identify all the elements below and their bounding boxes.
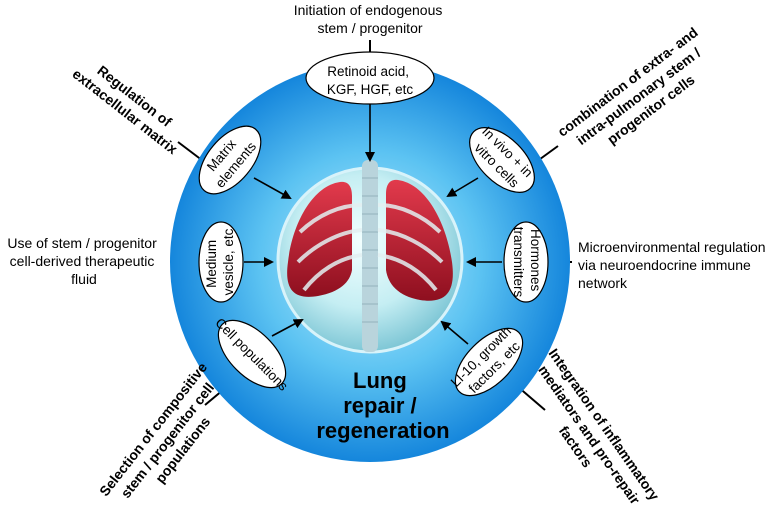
spine bbox=[362, 160, 378, 352]
oval-text-top: Retinoid acid, KGF, HGF, etc bbox=[327, 64, 414, 97]
oval-left bbox=[198, 221, 244, 303]
label-line: via neuroendocrine immune bbox=[578, 257, 751, 273]
label-line: fluid bbox=[71, 271, 97, 287]
label-line: Microenvironmental regulation bbox=[578, 239, 766, 255]
ribs bbox=[296, 203, 444, 292]
oval-text-line: Hormones bbox=[528, 229, 543, 292]
arrows bbox=[244, 104, 502, 345]
oval-text-top-line: Retinoid acid, bbox=[327, 64, 409, 79]
center-title-line: regeneration bbox=[316, 418, 449, 443]
spine-segments bbox=[362, 177, 378, 323]
oval-text-left: Medium vesicle, etc bbox=[204, 228, 236, 295]
label-bottom-right: Integration of inflammatory mediators an… bbox=[516, 346, 665, 508]
label-left: Use of stem / progenitor cell-derived th… bbox=[7, 235, 160, 287]
oval-text-line: vesicle, etc bbox=[221, 228, 236, 295]
label-top-left: Regulation of extracellular matrix bbox=[70, 51, 192, 157]
label-line: Integration of inflammatory bbox=[546, 346, 663, 504]
label-right: Microenvironmental regulation via neuroe… bbox=[578, 239, 769, 291]
label-top: Initiation of endogenous stem / progenit… bbox=[294, 2, 447, 36]
oval-bottom-left bbox=[217, 319, 287, 389]
center-title-line: Lung bbox=[353, 368, 407, 393]
center-title-line: repair / bbox=[343, 393, 416, 418]
oval-shapes bbox=[198, 51, 549, 397]
lung-illustration bbox=[287, 160, 453, 352]
label-line: intra-pulmonary stem / bbox=[573, 44, 703, 148]
center-title: Lung repair / regeneration bbox=[316, 368, 449, 443]
label-line: stem / progenitor bbox=[317, 20, 422, 36]
oval-text-line: transmitters bbox=[511, 227, 526, 298]
label-line: network bbox=[578, 275, 628, 291]
oval-text-right: Hormones transmitters bbox=[511, 227, 543, 298]
label-top-right: combination of extra- and intra-pulmonar… bbox=[554, 22, 725, 169]
oval-top-right bbox=[469, 127, 535, 193]
label-line: cell-derived therapeutic bbox=[10, 253, 155, 269]
oval-top-left bbox=[198, 125, 262, 195]
label-line: Use of stem / progenitor bbox=[7, 235, 157, 251]
oval-top bbox=[305, 51, 435, 105]
oval-bottom-right bbox=[454, 327, 524, 397]
oval-right bbox=[503, 221, 549, 303]
oval-text-top-line: KGF, HGF, etc bbox=[327, 82, 414, 97]
label-line: mediators and pro-repair bbox=[535, 362, 643, 507]
label-line: Initiation of endogenous bbox=[294, 2, 443, 18]
oval-text-line: Medium bbox=[204, 240, 219, 288]
